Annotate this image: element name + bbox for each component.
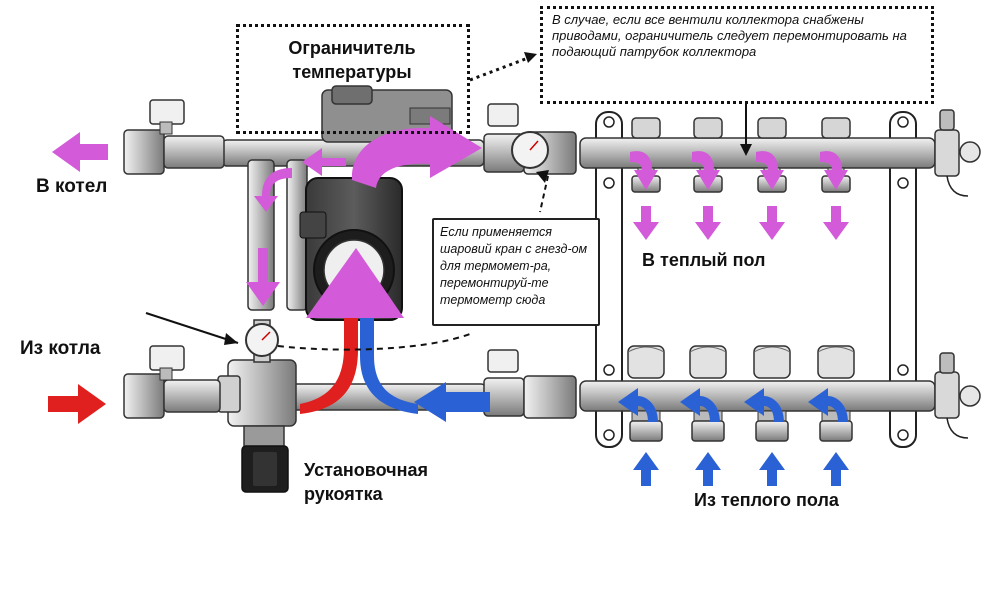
supply-cap (631, 117, 661, 139)
temperature-limiter (321, 85, 453, 143)
floor-return-curve-arrow (744, 388, 784, 422)
return-nozzle (819, 420, 853, 442)
floor-supply-curve-arrow (756, 151, 784, 190)
supply-cap (821, 117, 851, 139)
arrow-bypass-curve (254, 168, 292, 212)
arrow-bypass-left (302, 148, 346, 176)
return-nozzle (691, 420, 725, 442)
return-valve-head (753, 345, 791, 379)
return-nozzle (755, 420, 789, 442)
pointer-lines (145, 52, 752, 351)
label-from-boiler: Из котла (20, 338, 101, 359)
collector-note: В случае, если все вентили коллектора сн… (552, 12, 907, 59)
collector-bracket-right (889, 111, 917, 448)
arrow-to-boiler (52, 132, 108, 172)
label-to-floor: В теплый пол (642, 250, 766, 270)
limiter-label: Ограничитель температуры (288, 38, 416, 82)
floor-return-up-arrow (633, 452, 659, 486)
floor-supply-down-arrow (695, 206, 721, 240)
return-valve-head (817, 345, 855, 379)
floor-supply-down-arrow (633, 206, 659, 240)
arrow-hot-rise (300, 318, 358, 414)
supply-cap (693, 117, 723, 139)
return-valve-head (627, 345, 665, 379)
arrow-pump-up (306, 248, 404, 318)
floor-return-curve-arrow (808, 388, 848, 422)
limiter-label-box (236, 24, 470, 134)
thermometer-note: Если применяется шаровий кран с гнезд-ом… (440, 225, 588, 307)
arrow-from-boiler (48, 384, 106, 424)
floor-supply-curve-arrow (692, 151, 720, 190)
floor-return-up-arrow (695, 452, 721, 486)
air-vent-top (934, 109, 981, 197)
return-nozzle (629, 420, 663, 442)
floor-supply-curve-arrow (820, 151, 848, 190)
ball-valve-to-boiler (123, 99, 225, 175)
return-valve-ribs (627, 346, 665, 353)
floor-return-curve-arrow (680, 388, 720, 422)
label-from-floor: Из теплого пола (694, 490, 839, 510)
arrow-return-in (414, 382, 490, 422)
supply-cap (757, 117, 787, 139)
label-setting-handle: Установочная рукоятка (304, 460, 428, 504)
valve-thermometer (245, 319, 279, 363)
arrow-bypass-down (246, 248, 280, 306)
return-valve-ribs (753, 346, 791, 353)
floor-supply-down-arrow (759, 206, 785, 240)
collector-return-ports (627, 345, 855, 442)
ball-valve-collector-supply (483, 103, 577, 175)
return-valve-ribs (817, 346, 855, 353)
collector-note-box (540, 6, 934, 104)
ball-valve-collector-return (483, 349, 577, 419)
arrow-cold-rise (360, 318, 418, 414)
label-to-boiler: В котел (36, 176, 108, 197)
air-vent-bottom (934, 352, 981, 439)
three-way-mixing-valve (217, 359, 297, 493)
flow-arrows (48, 116, 849, 486)
floor-return-arrows (618, 388, 849, 486)
ball-valve-from-boiler (123, 345, 221, 419)
floor-supply-arrows (630, 151, 849, 240)
floor-return-curve-arrow (618, 388, 658, 422)
floor-supply-curve-arrow (630, 151, 658, 190)
floor-supply-down-arrow (823, 206, 849, 240)
return-valve-ribs (689, 346, 727, 353)
thermometer-note-box (432, 218, 600, 326)
floor-return-up-arrow (759, 452, 785, 486)
arrow-supply-out (351, 116, 482, 188)
return-valve-head (689, 345, 727, 379)
floor-return-up-arrow (823, 452, 849, 486)
